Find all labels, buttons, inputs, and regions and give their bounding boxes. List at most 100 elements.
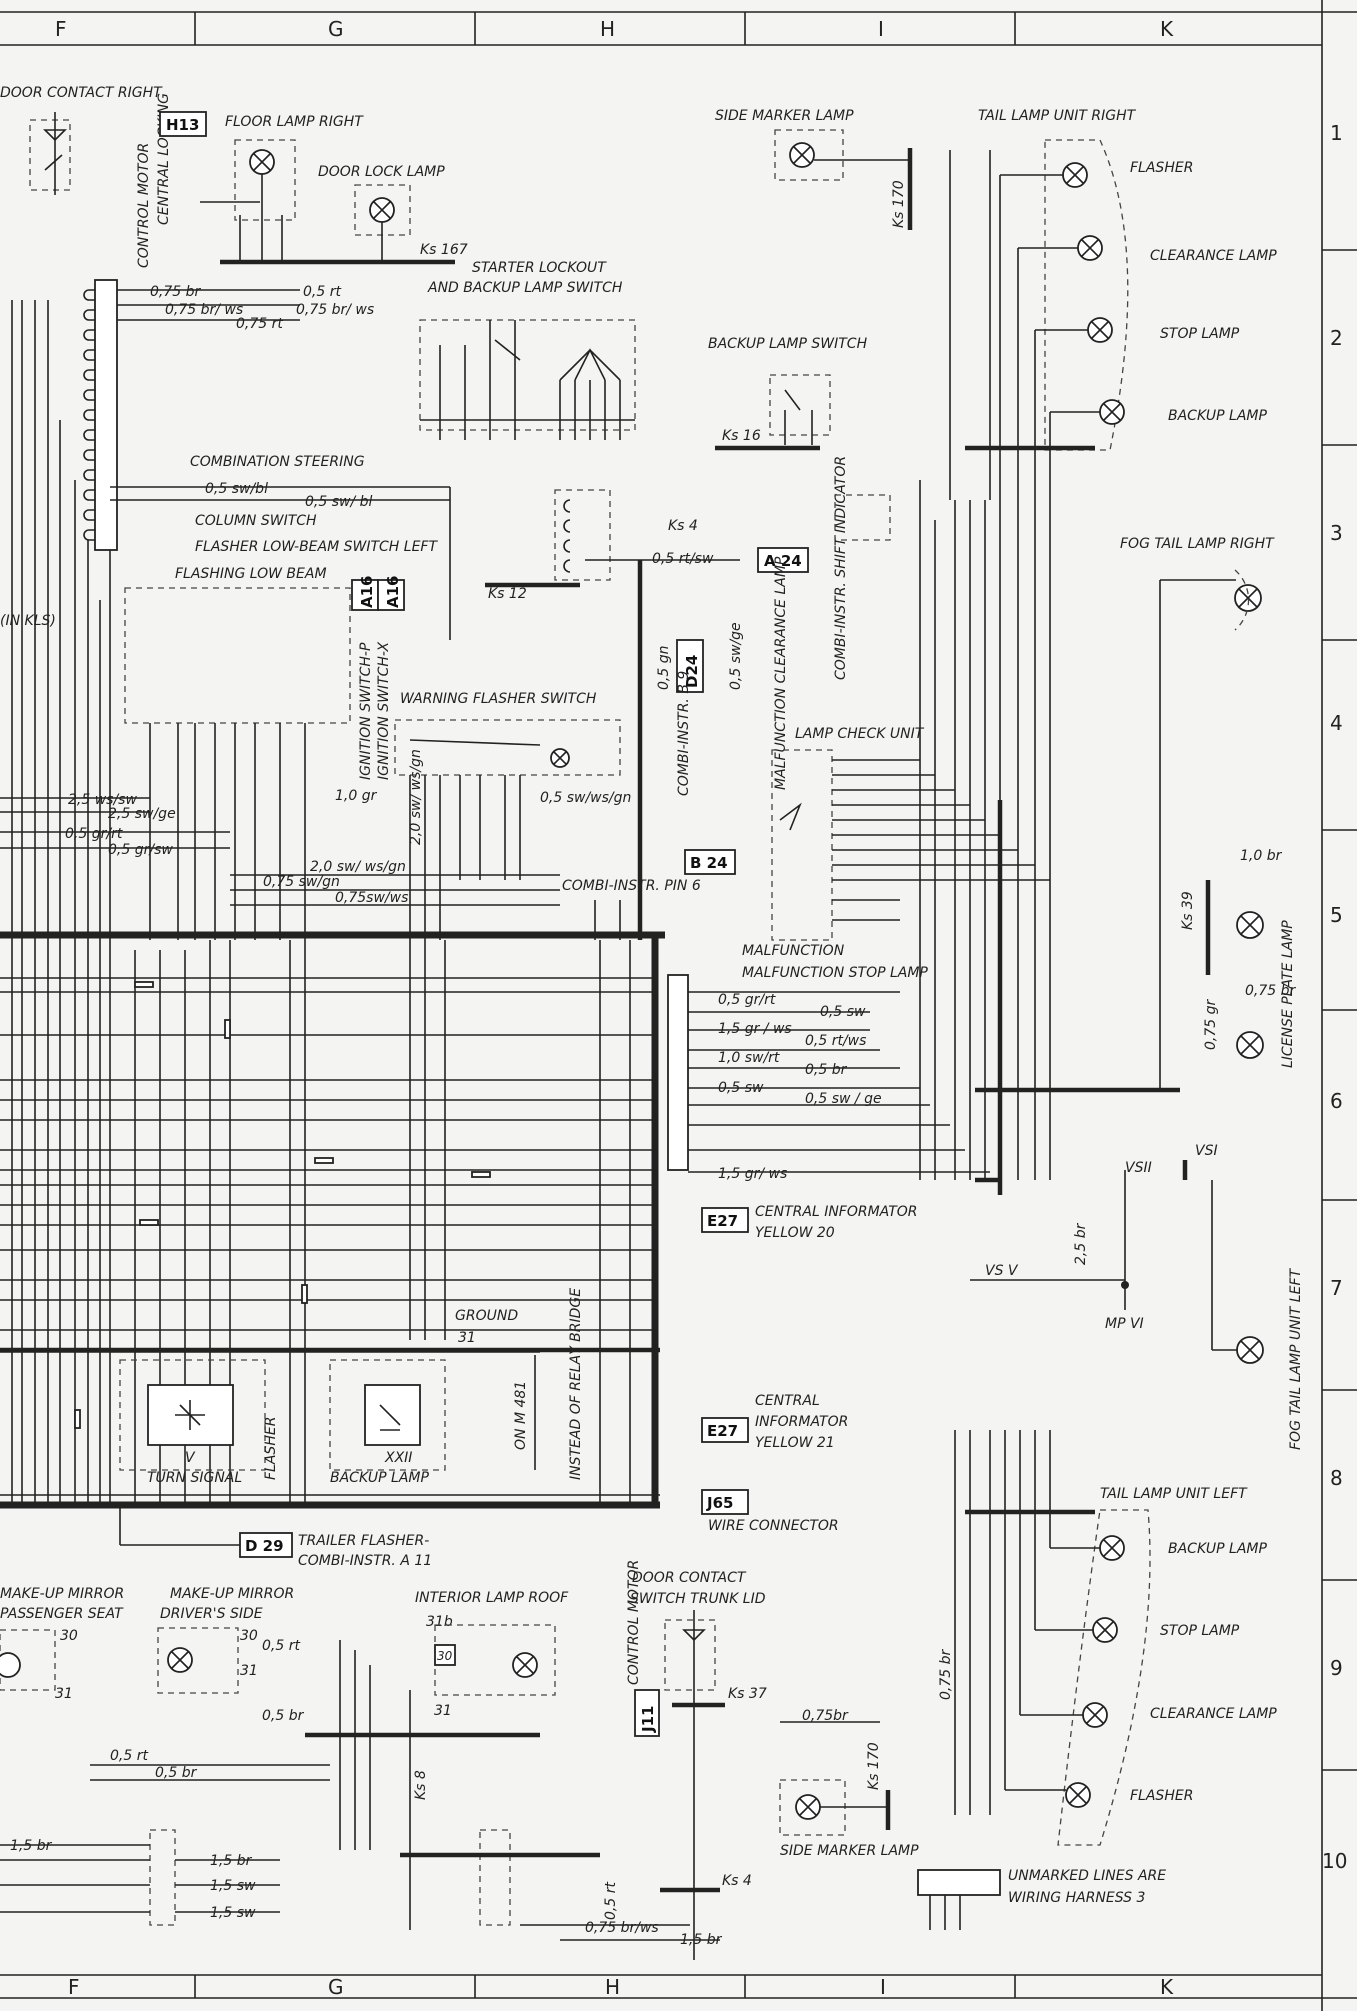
bottom-center-connector: 0,75 br/ws 1,5 br (400, 1829, 723, 1948)
wire-20swwsgn-vert: 2,0 sw/ ws/gn (408, 749, 424, 845)
label-door-contact: DOOR CONTACT (632, 1570, 747, 1586)
row-labels: 1 2 3 4 5 6 7 8 9 10 (1322, 121, 1347, 1873)
label-turn-signal: TURN SIGNAL (147, 1470, 242, 1486)
passenger-mirror-31: 31 (55, 1686, 73, 1702)
label-informator: INFORMATOR (755, 1414, 848, 1430)
passenger-mirror-30: 30 (60, 1628, 78, 1644)
wire-05sw: 0,5 sw (820, 1004, 866, 1020)
inline-fuses (74, 981, 491, 1429)
e27-badge-1: E27 (707, 1212, 738, 1230)
trailer-flasher: D 29 TRAILER FLASHER- COMBI-INSTR. A 11 (119, 1505, 432, 1569)
wire-10swrt: 1,0 sw/rt (718, 1050, 780, 1066)
label-license-plate-lamp: LICENSE PLATE LAMP (1280, 920, 1296, 1068)
mpvi-label: MP VI (1105, 1316, 1144, 1332)
label-column-switch: COLUMN SWITCH (195, 513, 317, 529)
label-xxii: XXII (384, 1450, 412, 1466)
ks8-label: Ks 8 (413, 1770, 429, 1800)
wire-075br: 0,75 br (150, 284, 202, 300)
flasher-icon (175, 1400, 205, 1430)
wire-05rt-3: 0,5 rt (110, 1748, 148, 1764)
label-yellow21: YELLOW 21 (755, 1435, 835, 1451)
label-flashing-low-beam: FLASHING LOW BEAM (175, 566, 327, 582)
label-iron-kls: (IN KLS) (0, 613, 56, 629)
top-left-connector (83, 279, 118, 551)
row-label-6: 6 (1330, 1089, 1343, 1113)
label-fog-tail-lamp-unit-left: FOG TAIL LAMP UNIT LEFT (1288, 1268, 1304, 1450)
label-side-marker-lamp-left: SIDE MARKER LAMP (780, 1843, 919, 1859)
wire-05rtsw: 0,5 rt/sw (652, 551, 714, 567)
column-switch-wire-labels: 2,5 ws/sw 2,5 sw/ge 0,5 gr/rt 0,5 gr/sw … (0, 788, 378, 858)
wire-05swwsgn: 0,5 sw/ws/gn (540, 790, 631, 806)
malfunction-indicator-icon (779, 802, 802, 831)
wire-20swwsgn: 2,0 sw/ ws/gn (310, 859, 406, 875)
wire-075br-left: 0,75 br (938, 1648, 954, 1700)
label-control-motor-2: CONTROL MOTOR (626, 1560, 642, 1685)
col-label-f-bottom: F (68, 1975, 80, 1999)
wire-05rtws: 0,5 rt/ws (805, 1033, 866, 1049)
label-tail-lamp-unit-left: TAIL LAMP UNIT LEFT (1100, 1486, 1248, 1502)
door-contact-right: DOOR CONTACT RIGHT (0, 85, 163, 195)
label-starter-lockout: STARTER LOCKOUT (472, 260, 607, 276)
label-combi-instr-pin6: COMBI-INSTR. PIN 6 (562, 878, 701, 894)
wire-05br-3: 0,5 br (155, 1765, 198, 1781)
label-central-informator: CENTRAL INFORMATOR (755, 1204, 918, 1220)
label-ignition-switch-x: IGNITION SWITCH-X (376, 642, 392, 780)
wire-05swge-2: 0,5 sw / ge (805, 1091, 882, 1107)
wire-075br-left-2: 0,75br (802, 1708, 849, 1724)
j65-badge: J65 (706, 1494, 733, 1512)
label-switch-trunk-lid: SWITCH TRUNK LID (630, 1591, 766, 1607)
label-ignition-switch-p: IGNITION SWITCH-P (358, 642, 374, 780)
interior-31: 31 (434, 1703, 452, 1719)
wire-25br: 2,5 br (1073, 1222, 1089, 1265)
ks170-label-right: Ks 170 (891, 180, 907, 228)
row-label-7: 7 (1330, 1276, 1343, 1300)
label-ground: GROUND (455, 1308, 518, 1324)
wire-15br-right: 1,5 br (210, 1853, 253, 1869)
label-stop-lamp-left: STOP LAMP (1160, 1623, 1240, 1639)
label-flasher-v: FLASHER (263, 1417, 279, 1480)
d24-badge: D24 (683, 655, 701, 688)
wire-075swws: 0,75sw/ws (335, 890, 408, 906)
h13-badge: H13 (166, 116, 199, 134)
relay-icon (379, 1404, 401, 1431)
ks4-label-upper: Ks 4 (668, 518, 698, 534)
wire-075br-2: 0,75 br (1245, 983, 1297, 999)
b24-badge: B 24 (690, 854, 728, 872)
wire-15grws: 1,5 gr / ws (718, 1021, 792, 1037)
malfunction-stop-lamp: MALFUNCTION MALFUNCTION STOP LAMP 0,5 gr… (667, 943, 990, 1182)
row-label-4: 4 (1330, 711, 1343, 735)
row-label-2: 2 (1330, 326, 1343, 350)
label-trailer-flasher: TRAILER FLASHER- (298, 1533, 429, 1549)
shift-indicator: COMBI-INSTR. SHIFT INDICATOR MALFUNCTION… (773, 456, 891, 790)
driver-mirror-30: 30 (240, 1628, 258, 1644)
vsv-label: VS V (985, 1263, 1019, 1279)
col-label-g: G (328, 17, 344, 41)
label-interior-lamp-roof: INTERIOR LAMP ROOF (415, 1590, 569, 1606)
turn-signal-flasher: V TURN SIGNAL FLASHER (119, 1359, 279, 1486)
row-label-5: 5 (1330, 903, 1343, 927)
warning-flasher-switch: WARNING FLASHER SWITCH 0,5 sw/ws/gn 2,0 … (230, 691, 631, 940)
label-wire-connector: WIRE CONNECTOR (708, 1518, 839, 1534)
j11-badge: J11 (639, 1706, 657, 1733)
right-wire-bundle (919, 480, 1051, 1180)
label-backup-lamp-switch: BACKUP LAMP SWITCH (708, 336, 868, 352)
backup-lamp-relay: XXII BACKUP LAMP ON M 481 INSTEAD OF REL… (329, 1288, 584, 1486)
ks167-splice: Ks 167 (220, 242, 468, 265)
ground-rail: GROUND 31 (0, 1308, 540, 1353)
wire-05swge: 0,5 sw/ge (728, 622, 744, 690)
wire-05br-2: 0,5 br (262, 1708, 305, 1724)
label-combination-steering: COMBINATION STEERING (190, 454, 365, 470)
makeup-mirror-passenger: MAKE-UP MIRROR PASSENGER SEAT 30 31 (0, 1586, 124, 1702)
label-backup-lamp-relay: BACKUP LAMP (330, 1470, 429, 1486)
wire-connector-j65: J65 WIRE CONNECTOR (701, 1489, 839, 1534)
vsi-label: VSI (1195, 1143, 1218, 1159)
door-lock-lamp: DOOR LOCK LAMP (318, 164, 445, 262)
bottom-left-connector: 1,5 br 1,5 br 1,5 sw 1,5 sw (0, 1829, 280, 1926)
label-fog-tail-lamp-right: FOG TAIL LAMP RIGHT (1120, 536, 1275, 552)
label-floor-lamp-right: FLOOR LAMP RIGHT (225, 114, 364, 130)
fog-tail-lamp-unit-left: FOG TAIL LAMP UNIT LEFT (1211, 1180, 1304, 1450)
label-yellow20: YELLOW 20 (755, 1225, 835, 1241)
label-malfunction: MALFUNCTION (742, 943, 845, 959)
wire-075brws-2: 0,75 br/ ws (296, 302, 374, 318)
